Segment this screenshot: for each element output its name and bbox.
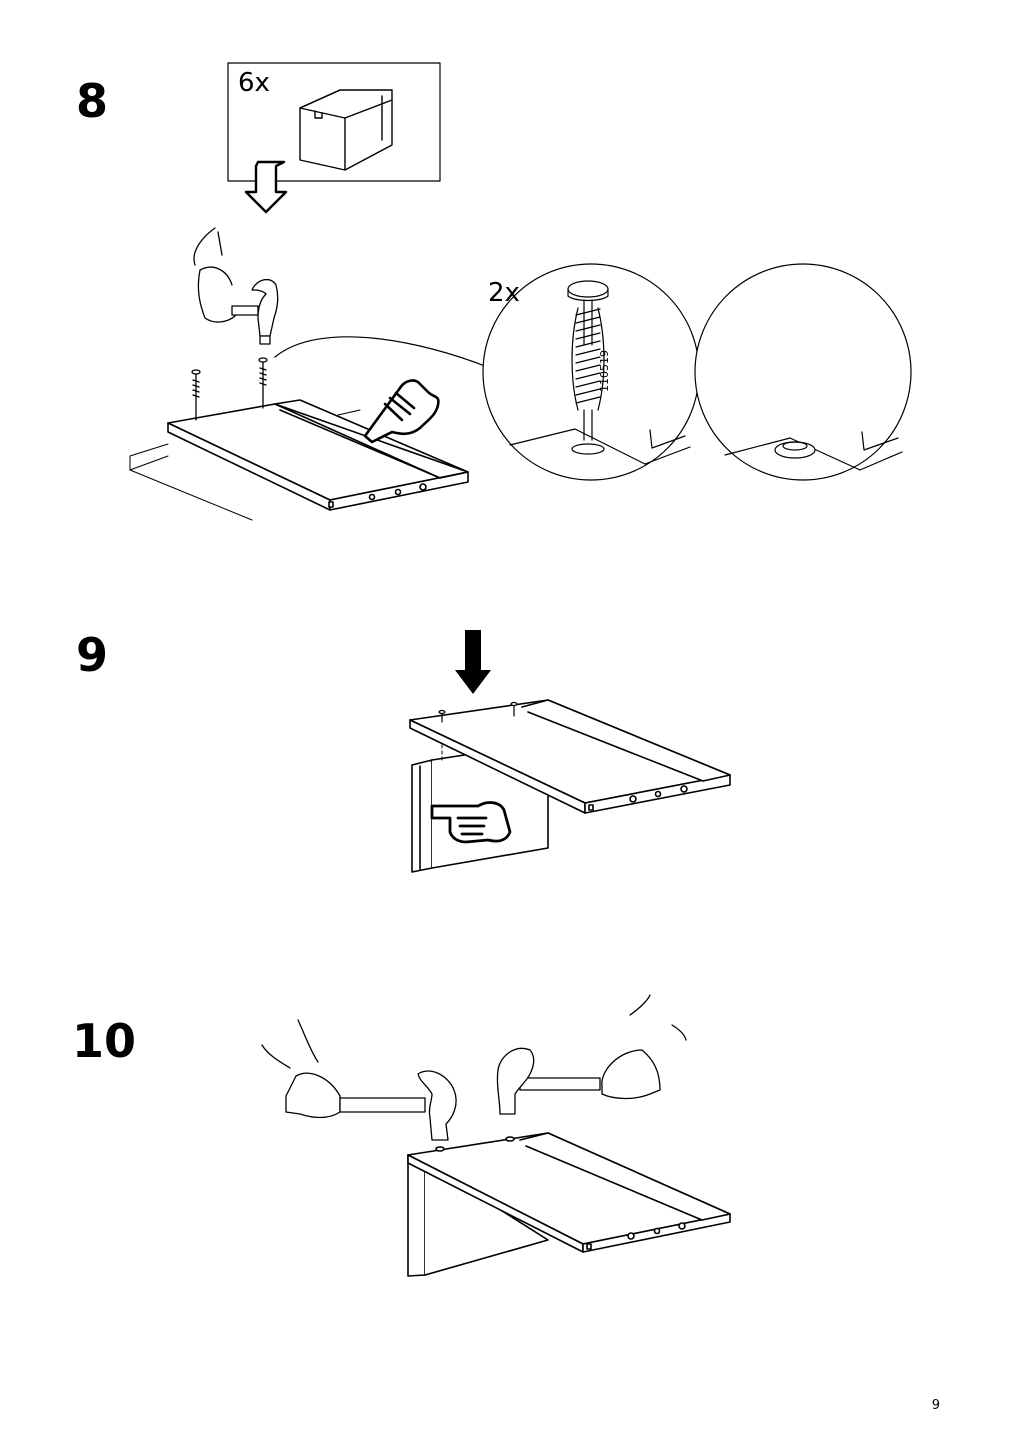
pin-icons [192, 358, 267, 420]
hammer-hand-icon [194, 228, 278, 344]
drawer-box-icon [300, 90, 392, 170]
shelf-panel [168, 400, 468, 510]
page-number: 9 [931, 1398, 940, 1413]
pin-icons [439, 703, 517, 723]
inset-frame [228, 63, 440, 181]
shelf-panel [410, 700, 730, 813]
installed-pin-detail [695, 264, 911, 480]
step-9-number: 9 [76, 628, 109, 682]
pointing-hand-icon [365, 381, 438, 442]
pointing-hand-icon [432, 803, 510, 842]
hollow-down-arrow-icon [246, 162, 286, 212]
hammer-hand-icon [497, 995, 686, 1114]
step-8-number: 8 [76, 74, 109, 128]
shelf-panel [408, 1133, 730, 1252]
step-10-number: 10 [72, 1014, 137, 1068]
screw-quantity: 2x [488, 278, 520, 308]
callout-line [275, 337, 490, 368]
hammer-hand-icon [262, 1020, 456, 1140]
work-surface [130, 410, 360, 520]
solid-down-arrow-icon [455, 630, 491, 694]
inset-quantity: 6x [238, 68, 270, 98]
